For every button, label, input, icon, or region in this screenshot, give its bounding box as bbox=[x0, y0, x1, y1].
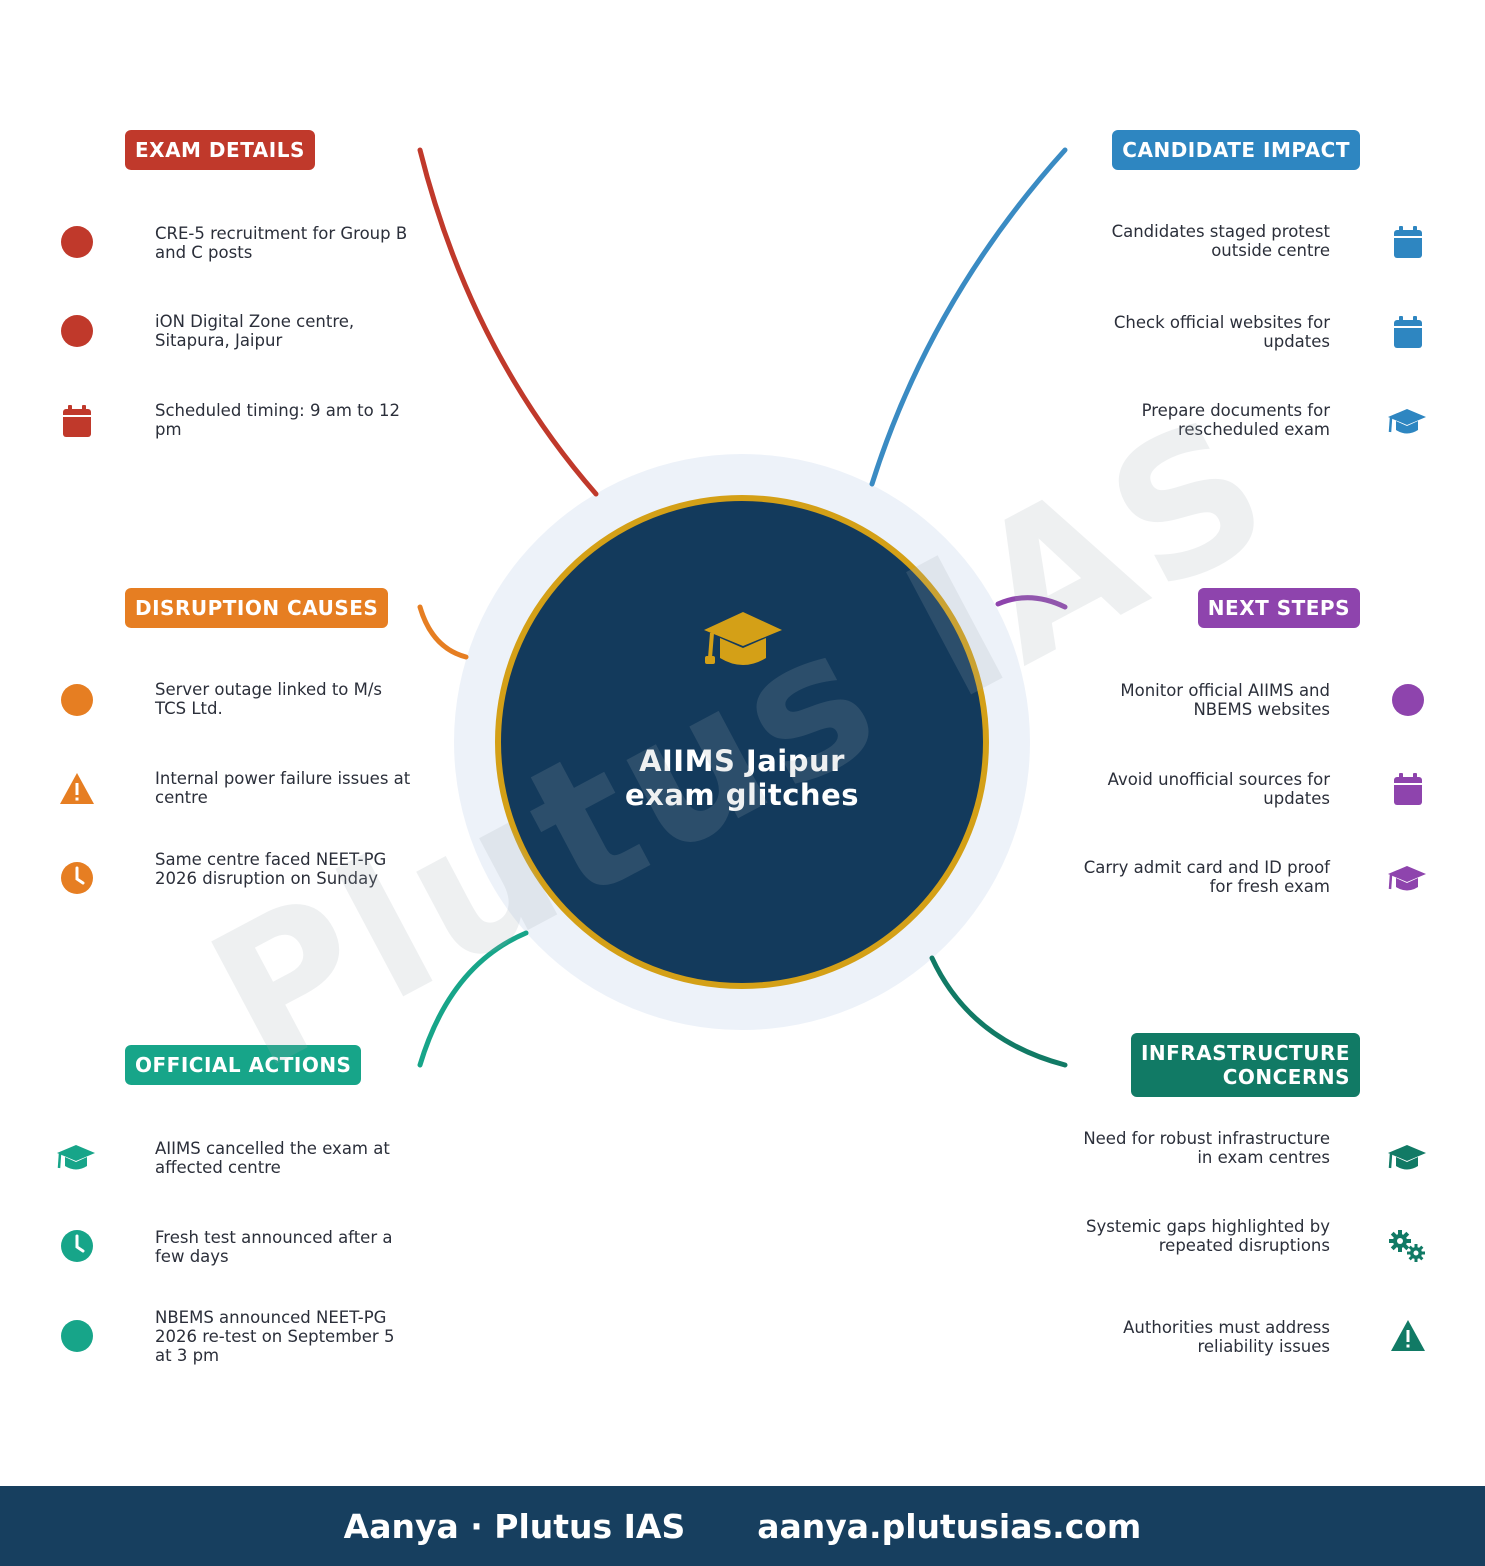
official-actions-item-2: Fresh test announced after a few days bbox=[155, 1228, 393, 1266]
header-exam-details: EXAM DETAILS bbox=[125, 130, 315, 170]
next-steps-item-3: Carry admit card and ID proof for fresh … bbox=[1083, 858, 1330, 896]
center-circle bbox=[495, 495, 989, 989]
connector-candidate-impact bbox=[869, 147, 1068, 487]
connector-infrastructure-concerns bbox=[929, 955, 1068, 1068]
exam-details-item-3: Scheduled timing: 9 am to 12 pm bbox=[155, 401, 400, 439]
header-disruption-causes: DISRUPTION CAUSES bbox=[125, 588, 389, 628]
calendar-icon bbox=[1388, 769, 1428, 809]
infrastructure-concerns-item-2: Systemic gaps highlighted by repeated di… bbox=[1086, 1217, 1330, 1255]
center-title: AIIMS Jaipur exam glitches bbox=[542, 744, 942, 812]
calendar-icon bbox=[1388, 222, 1428, 262]
circle-icon bbox=[1388, 680, 1428, 720]
circle-icon bbox=[57, 311, 97, 351]
official-actions-item-3: NBEMS announced NEET-PG 2026 re-test on … bbox=[155, 1308, 395, 1365]
graduation-cap-icon bbox=[702, 608, 784, 670]
header-infrastructure-line2: CONCERNS bbox=[1222, 1065, 1350, 1089]
header-infrastructure-concerns: INFRASTRUCTURE CONCERNS bbox=[1130, 1033, 1360, 1097]
warning-icon bbox=[57, 769, 97, 809]
connector-exam-details bbox=[417, 147, 599, 497]
circle-icon bbox=[57, 1316, 97, 1356]
graduation-cap-icon bbox=[56, 1137, 96, 1177]
center-title-line2: exam glitches bbox=[624, 778, 860, 812]
exam-details-item-2: iON Digital Zone centre, Sitapura, Jaipu… bbox=[155, 312, 355, 350]
warning-icon bbox=[1388, 1316, 1428, 1356]
next-steps-item-2: Avoid unofficial sources for updates bbox=[1107, 770, 1330, 808]
footer-url[interactable]: aanya.plutusias.com bbox=[757, 1506, 1142, 1546]
header-next-steps: NEXT STEPS bbox=[1197, 588, 1360, 628]
next-steps-item-1: Monitor official AIIMS and NBEMS website… bbox=[1120, 681, 1330, 719]
connector-official-actions bbox=[417, 930, 529, 1068]
header-official-actions: OFFICIAL ACTIONS bbox=[125, 1045, 362, 1085]
graduation-cap-icon bbox=[1387, 401, 1427, 441]
disruption-causes-item-3: Same centre faced NEET-PG 2026 disruptio… bbox=[155, 850, 387, 888]
circle-icon bbox=[57, 680, 97, 720]
candidate-impact-item-2: Check official websites for updates bbox=[1113, 313, 1330, 351]
calendar-icon bbox=[57, 401, 97, 441]
center-title-line1: AIIMS Jaipur bbox=[639, 744, 845, 778]
header-infrastructure-line1: INFRASTRUCTURE bbox=[1140, 1041, 1350, 1065]
disruption-causes-item-1: Server outage linked to M/s TCS Ltd. bbox=[155, 680, 383, 718]
calendar-icon bbox=[1388, 312, 1428, 352]
gears-icon bbox=[1387, 1226, 1427, 1266]
circle-icon bbox=[57, 222, 97, 262]
graduation-cap-icon bbox=[1387, 1137, 1427, 1177]
infrastructure-concerns-item-1: Need for robust infrastructure in exam c… bbox=[1083, 1129, 1330, 1167]
graduation-cap-icon bbox=[1387, 858, 1427, 898]
connector-next-steps bbox=[995, 595, 1068, 610]
header-candidate-impact: CANDIDATE IMPACT bbox=[1112, 130, 1360, 170]
footer-brand: Aanya · Plutus IAS bbox=[343, 1506, 686, 1546]
clock-icon bbox=[57, 1226, 97, 1266]
disruption-causes-item-2: Internal power failure issues at centre bbox=[155, 769, 411, 807]
exam-details-item-1: CRE-5 recruitment for Group B and C post… bbox=[155, 224, 408, 262]
candidate-impact-item-1: Candidates staged protest outside centre bbox=[1111, 222, 1330, 260]
connector-disruption-causes bbox=[417, 604, 469, 660]
footer-bar: Aanya · Plutus IAS aanya.plutusias.com bbox=[0, 1486, 1485, 1566]
official-actions-item-1: AIIMS cancelled the exam at affected cen… bbox=[155, 1139, 390, 1177]
candidate-impact-item-3: Prepare documents for rescheduled exam bbox=[1141, 401, 1330, 439]
infrastructure-concerns-item-3: Authorities must address reliability iss… bbox=[1123, 1318, 1330, 1356]
clock-icon bbox=[57, 858, 97, 898]
